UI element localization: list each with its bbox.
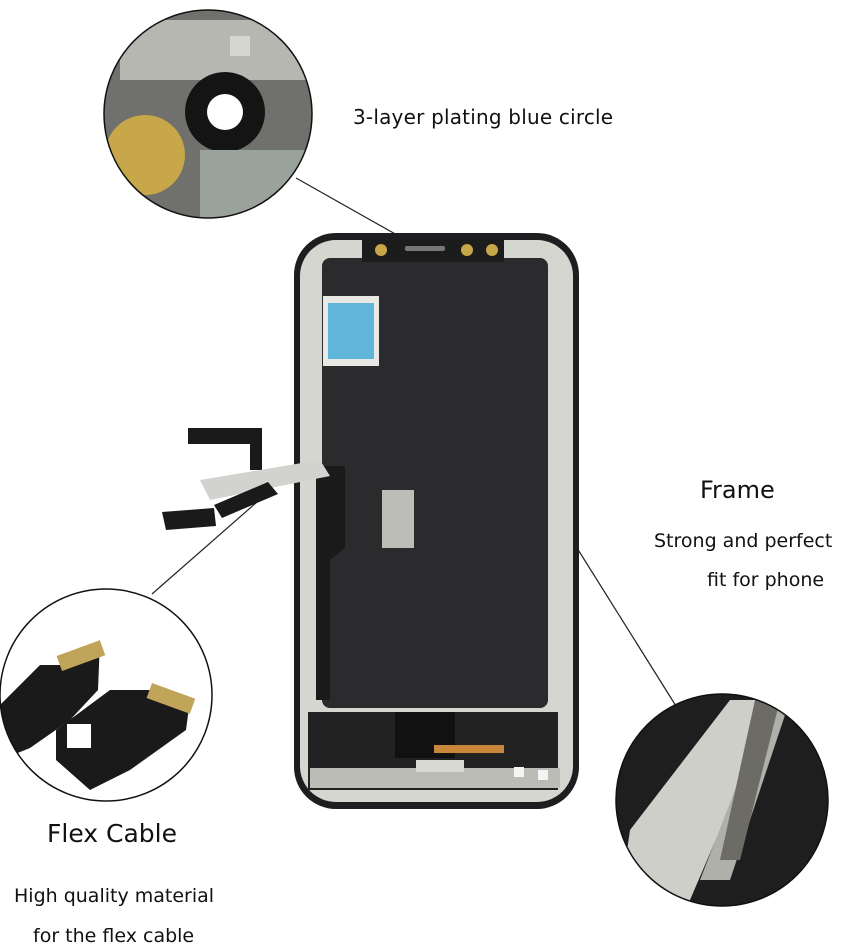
display-back — [322, 258, 548, 708]
phone-lcd-assembly — [294, 233, 579, 809]
loose-flex-cable — [162, 428, 330, 530]
flex-cable-desc-line1: High quality material — [14, 885, 215, 907]
frame-title: Frame — [700, 476, 775, 504]
inset-flex-circle — [0, 588, 213, 802]
frame-desc-line2: fit for phone — [707, 569, 825, 591]
inset-top-circle — [103, 9, 313, 219]
right-callout-line — [571, 539, 677, 707]
shield-plate — [382, 490, 414, 548]
inset-frame-circle — [615, 693, 829, 907]
blue-sticker — [328, 303, 374, 359]
qr-label — [67, 724, 91, 748]
flex-cable-desc-line2: for the flex cable — [33, 925, 195, 947]
frame-desc-line1: Strong and perfect — [654, 530, 833, 552]
flex-cable-title: Flex Cable — [47, 819, 177, 848]
top-callout-caption: 3-layer plating blue circle — [353, 105, 614, 129]
left-callout-line — [151, 494, 266, 595]
